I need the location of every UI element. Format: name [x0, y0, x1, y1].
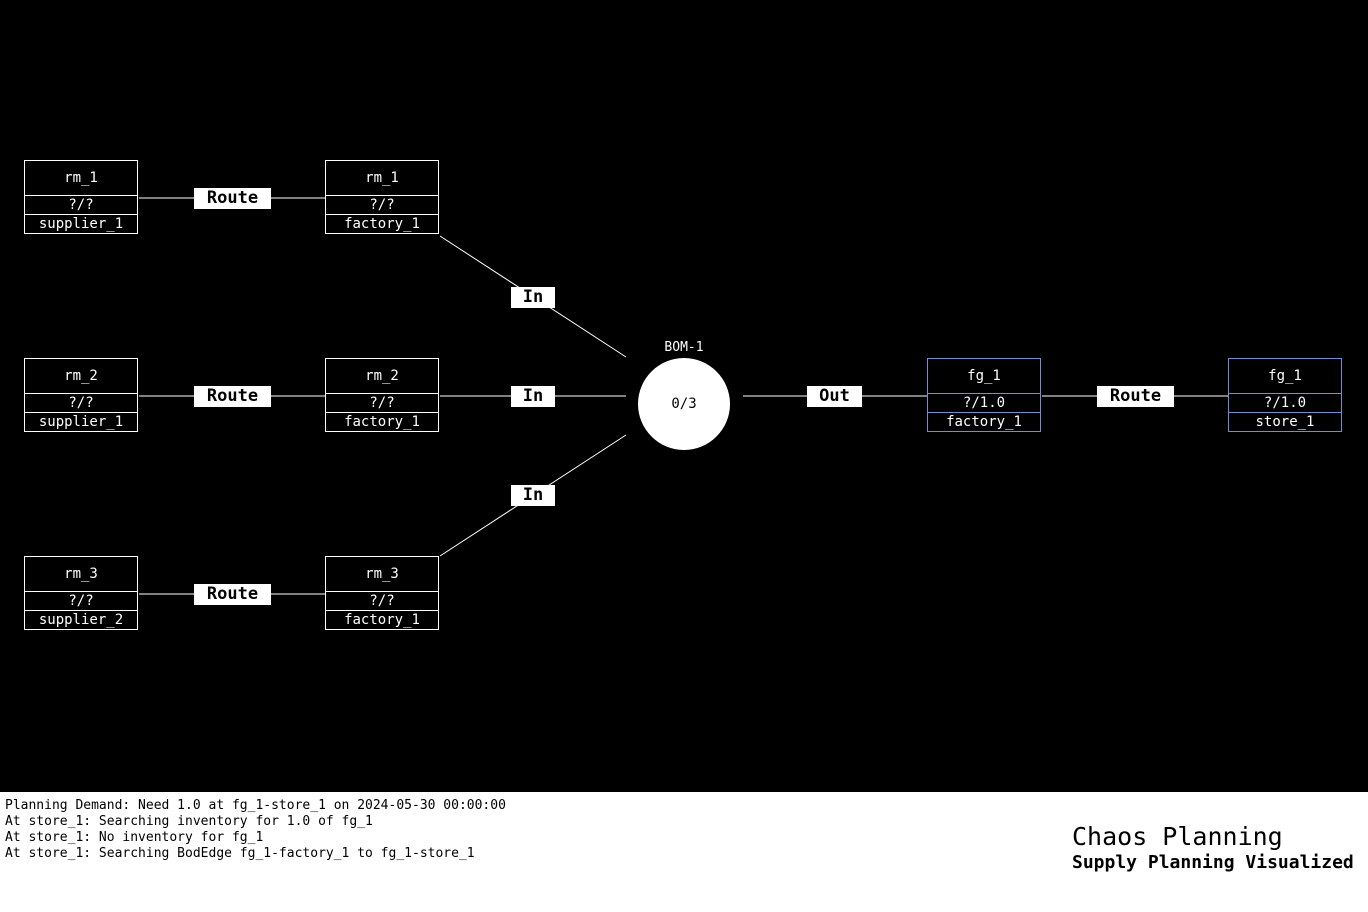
edge-label-route-fg1[interactable]: Route — [1097, 386, 1174, 407]
node-rm3-factory1[interactable]: rm_3 ?/? factory_1 — [325, 556, 439, 630]
edge-label-route-rm1[interactable]: Route — [194, 188, 271, 209]
node-location: supplier_1 — [25, 412, 137, 431]
node-name: rm_3 — [64, 566, 98, 582]
bom-node[interactable]: 0/3 — [638, 358, 730, 450]
node-rm1-factory1[interactable]: rm_1 ?/? factory_1 — [325, 160, 439, 234]
node-qty: ?/? — [326, 195, 438, 214]
node-qty: ?/1.0 — [1229, 393, 1341, 412]
node-rm2-factory1[interactable]: rm_2 ?/? factory_1 — [325, 358, 439, 432]
log-line: Planning Demand: Need 1.0 at fg_1-store_… — [5, 798, 506, 813]
node-rm3-supplier2[interactable]: rm_3 ?/? supplier_2 — [24, 556, 138, 630]
edge-label-out-fg1[interactable]: Out — [807, 386, 862, 407]
node-location: factory_1 — [928, 412, 1040, 431]
node-rm1-supplier1[interactable]: rm_1 ?/? supplier_1 — [24, 160, 138, 234]
edge-label-in-rm2[interactable]: In — [511, 386, 555, 407]
edge-label-in-rm3[interactable]: In — [511, 485, 555, 506]
node-name: rm_2 — [64, 368, 98, 384]
edge-label-route-rm2[interactable]: Route — [194, 386, 271, 407]
node-name: rm_2 — [365, 368, 399, 384]
node-qty: ?/? — [25, 393, 137, 412]
node-fg1-factory1[interactable]: fg_1 ?/1.0 factory_1 — [927, 358, 1041, 432]
log-line: At store_1: No inventory for fg_1 — [5, 830, 264, 845]
node-location: factory_1 — [326, 610, 438, 629]
node-qty: ?/? — [25, 591, 137, 610]
log-line: At store_1: Searching BodEdge fg_1-facto… — [5, 846, 475, 861]
planning-log: Planning Demand: Need 1.0 at fg_1-store_… — [5, 798, 506, 862]
node-name: rm_3 — [365, 566, 399, 582]
node-location: supplier_1 — [25, 214, 137, 233]
node-location: factory_1 — [326, 214, 438, 233]
node-qty: ?/1.0 — [928, 393, 1040, 412]
node-name: rm_1 — [64, 170, 98, 186]
brand-title: Chaos Planning — [1072, 822, 1283, 851]
node-name: rm_1 — [365, 170, 399, 186]
edge-label-route-rm3[interactable]: Route — [194, 584, 271, 605]
edge-label-in-rm1[interactable]: In — [511, 287, 555, 308]
node-qty: ?/? — [25, 195, 137, 214]
brand-subtitle: Supply Planning Visualized — [1072, 852, 1354, 873]
node-name: fg_1 — [967, 368, 1001, 384]
node-location: factory_1 — [326, 412, 438, 431]
log-line: At store_1: Searching inventory for 1.0 … — [5, 814, 373, 829]
node-location: store_1 — [1229, 412, 1341, 431]
node-qty: ?/? — [326, 591, 438, 610]
node-qty: ?/? — [326, 393, 438, 412]
bom-title: BOM-1 — [664, 340, 704, 355]
network-canvas: rm_1 ?/? supplier_1 rm_1 ?/? factory_1 r… — [0, 0, 1368, 792]
node-fg1-store1[interactable]: fg_1 ?/1.0 store_1 — [1228, 358, 1342, 432]
node-location: supplier_2 — [25, 610, 137, 629]
node-name: fg_1 — [1268, 368, 1302, 384]
node-rm2-supplier1[interactable]: rm_2 ?/? supplier_1 — [24, 358, 138, 432]
